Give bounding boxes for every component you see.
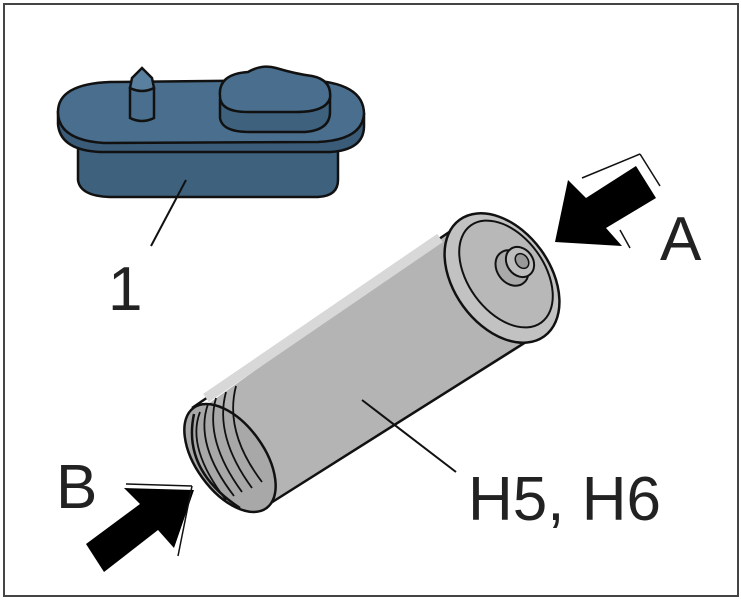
cylinder-end-b-rim xyxy=(190,413,241,510)
part-number-label: 1 xyxy=(108,255,142,324)
thread-ring xyxy=(222,391,253,489)
thread-ring xyxy=(232,385,263,483)
cartridge-cylinder xyxy=(183,212,561,514)
arrow-a-shape xyxy=(555,166,656,246)
end-a-label: A xyxy=(660,205,702,274)
insertion-arrow-icon xyxy=(86,483,194,572)
cap-knob-top xyxy=(218,65,332,114)
leader-line-part-1 xyxy=(150,179,187,247)
leader-line-cartridge xyxy=(361,399,457,473)
cartridge-label: H5, H6 xyxy=(468,465,661,534)
cap-part xyxy=(56,65,366,199)
cylinder-end-b xyxy=(183,402,277,514)
arrow-b-shape xyxy=(86,488,194,572)
motion-line xyxy=(639,153,661,187)
motion-line xyxy=(619,229,631,249)
cap-pin-tip xyxy=(128,66,156,93)
insertion-arrow-icon xyxy=(555,153,661,249)
nozzle-hole xyxy=(514,252,530,270)
thread-ring xyxy=(203,403,235,497)
motion-line xyxy=(581,153,641,179)
thread-ring xyxy=(212,397,243,493)
cylinder-highlight xyxy=(203,233,443,403)
motion-line xyxy=(125,483,193,487)
cap-pin xyxy=(128,86,156,123)
motion-line xyxy=(177,485,193,557)
cylinder-bottom-edge xyxy=(265,326,549,508)
end-b-label: B xyxy=(56,453,97,522)
